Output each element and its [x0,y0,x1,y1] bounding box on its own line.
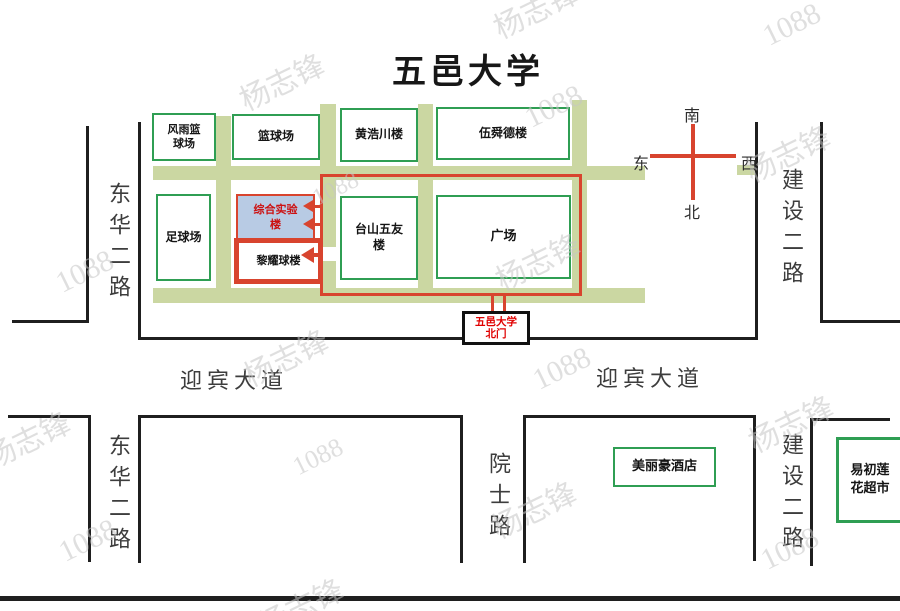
campus-south-boundary [138,337,758,340]
building-huanghaochuan: 黄浩川楼 [340,108,418,162]
building-label: 综合实验 楼 [253,203,298,231]
watermark: 1088 [288,432,348,481]
campus-road-vertical-2-lower [320,261,336,303]
building-football-field: 足球场 [156,194,211,281]
building-label: 风雨篮 球场 [167,122,201,150]
poi-label: 美丽豪酒店 [631,459,697,475]
campus-road-horizontal-upper-stub [737,165,756,175]
road-line [8,415,90,418]
road-line [820,122,823,322]
building-label: 黎耀球楼 [256,253,301,267]
poi-label: 易初莲 花超市 [850,463,890,496]
compass-south-label: 南 [684,108,701,125]
route-gate-connector-right [503,295,506,312]
road-line [460,415,463,563]
building-plaza: 广场 [436,195,571,279]
campus-road-vertical-3 [418,104,433,303]
road-line [753,415,756,561]
building-basketball-court: 篮球场 [232,114,320,160]
arrow-left-icon [303,218,313,230]
road-line [523,415,756,418]
road-line [86,126,89,323]
building-wushunde: 伍舜德楼 [436,107,570,160]
map-title: 五邑大学 [392,52,544,92]
north-gate-box: 五邑大学 北门 [462,311,530,345]
campus-east-boundary [755,122,758,338]
watermark: 1088 [757,0,826,53]
compass-vertical-line [691,124,695,200]
road-line [138,415,463,418]
building-label: 黄浩川楼 [354,127,403,142]
watermark: 杨志锋 [253,573,350,611]
compass-north-label: 北 [684,205,701,222]
arrow-tail [313,253,322,257]
road-label-yuanshi: 院士路 [486,452,511,545]
road-label-donghua-lower: 东华二路 [106,434,131,558]
arrow-tail [312,205,322,208]
gate-label: 五邑大学 北门 [475,315,517,340]
road-line [820,320,900,323]
route-line-bottom [320,293,582,296]
route-line-left [320,174,323,295]
compass-west-label: 西 [741,156,758,173]
building-label: 足球场 [165,229,202,244]
route-line-right [579,174,582,295]
campus-west-boundary [138,122,141,340]
road-line [88,415,91,562]
watermark: 杨志锋 [0,406,77,476]
road-label-yingbin-right: 迎宾大道 [596,366,705,391]
map-bottom-border [0,596,900,601]
campus-road-horizontal-upper [153,166,645,180]
road-label-jianshe-lower: 建设二路 [779,433,804,557]
building-label: 篮球场 [257,129,294,144]
road-line [138,415,141,563]
compass-east-label: 东 [633,156,650,173]
arrow-left-icon [301,247,314,263]
building-covered-basketball-court: 风雨篮 球场 [152,113,216,161]
building-label: 伍舜德楼 [478,125,527,140]
building-label: 广场 [490,228,517,244]
watermark: 1088 [527,340,596,397]
poi-hotel: 美丽豪酒店 [613,447,716,487]
poi-supermarket: 易初莲 花超市 [836,437,900,523]
road-line [12,320,88,323]
building-label: 台山五友 楼 [354,222,403,252]
road-line [810,418,813,566]
road-line [523,415,526,563]
watermark: 杨志锋 [234,48,331,118]
road-label-yingbin-left: 迎宾大道 [180,368,289,393]
road-label-jianshe-upper: 建设二路 [779,168,804,292]
campus-road-horizontal-lower [153,288,645,303]
route-gate-connector-left [491,295,494,312]
watermark: 杨志锋 [488,0,585,46]
route-line-top [320,174,582,177]
arrow-tail [312,223,322,226]
road-line [810,418,890,421]
road-label-donghua-upper: 东华二路 [106,182,131,306]
campus-road-vertical-1 [216,116,231,303]
arrow-left-icon [303,200,313,212]
building-taishan-wuyou: 台山五友 楼 [340,196,418,280]
